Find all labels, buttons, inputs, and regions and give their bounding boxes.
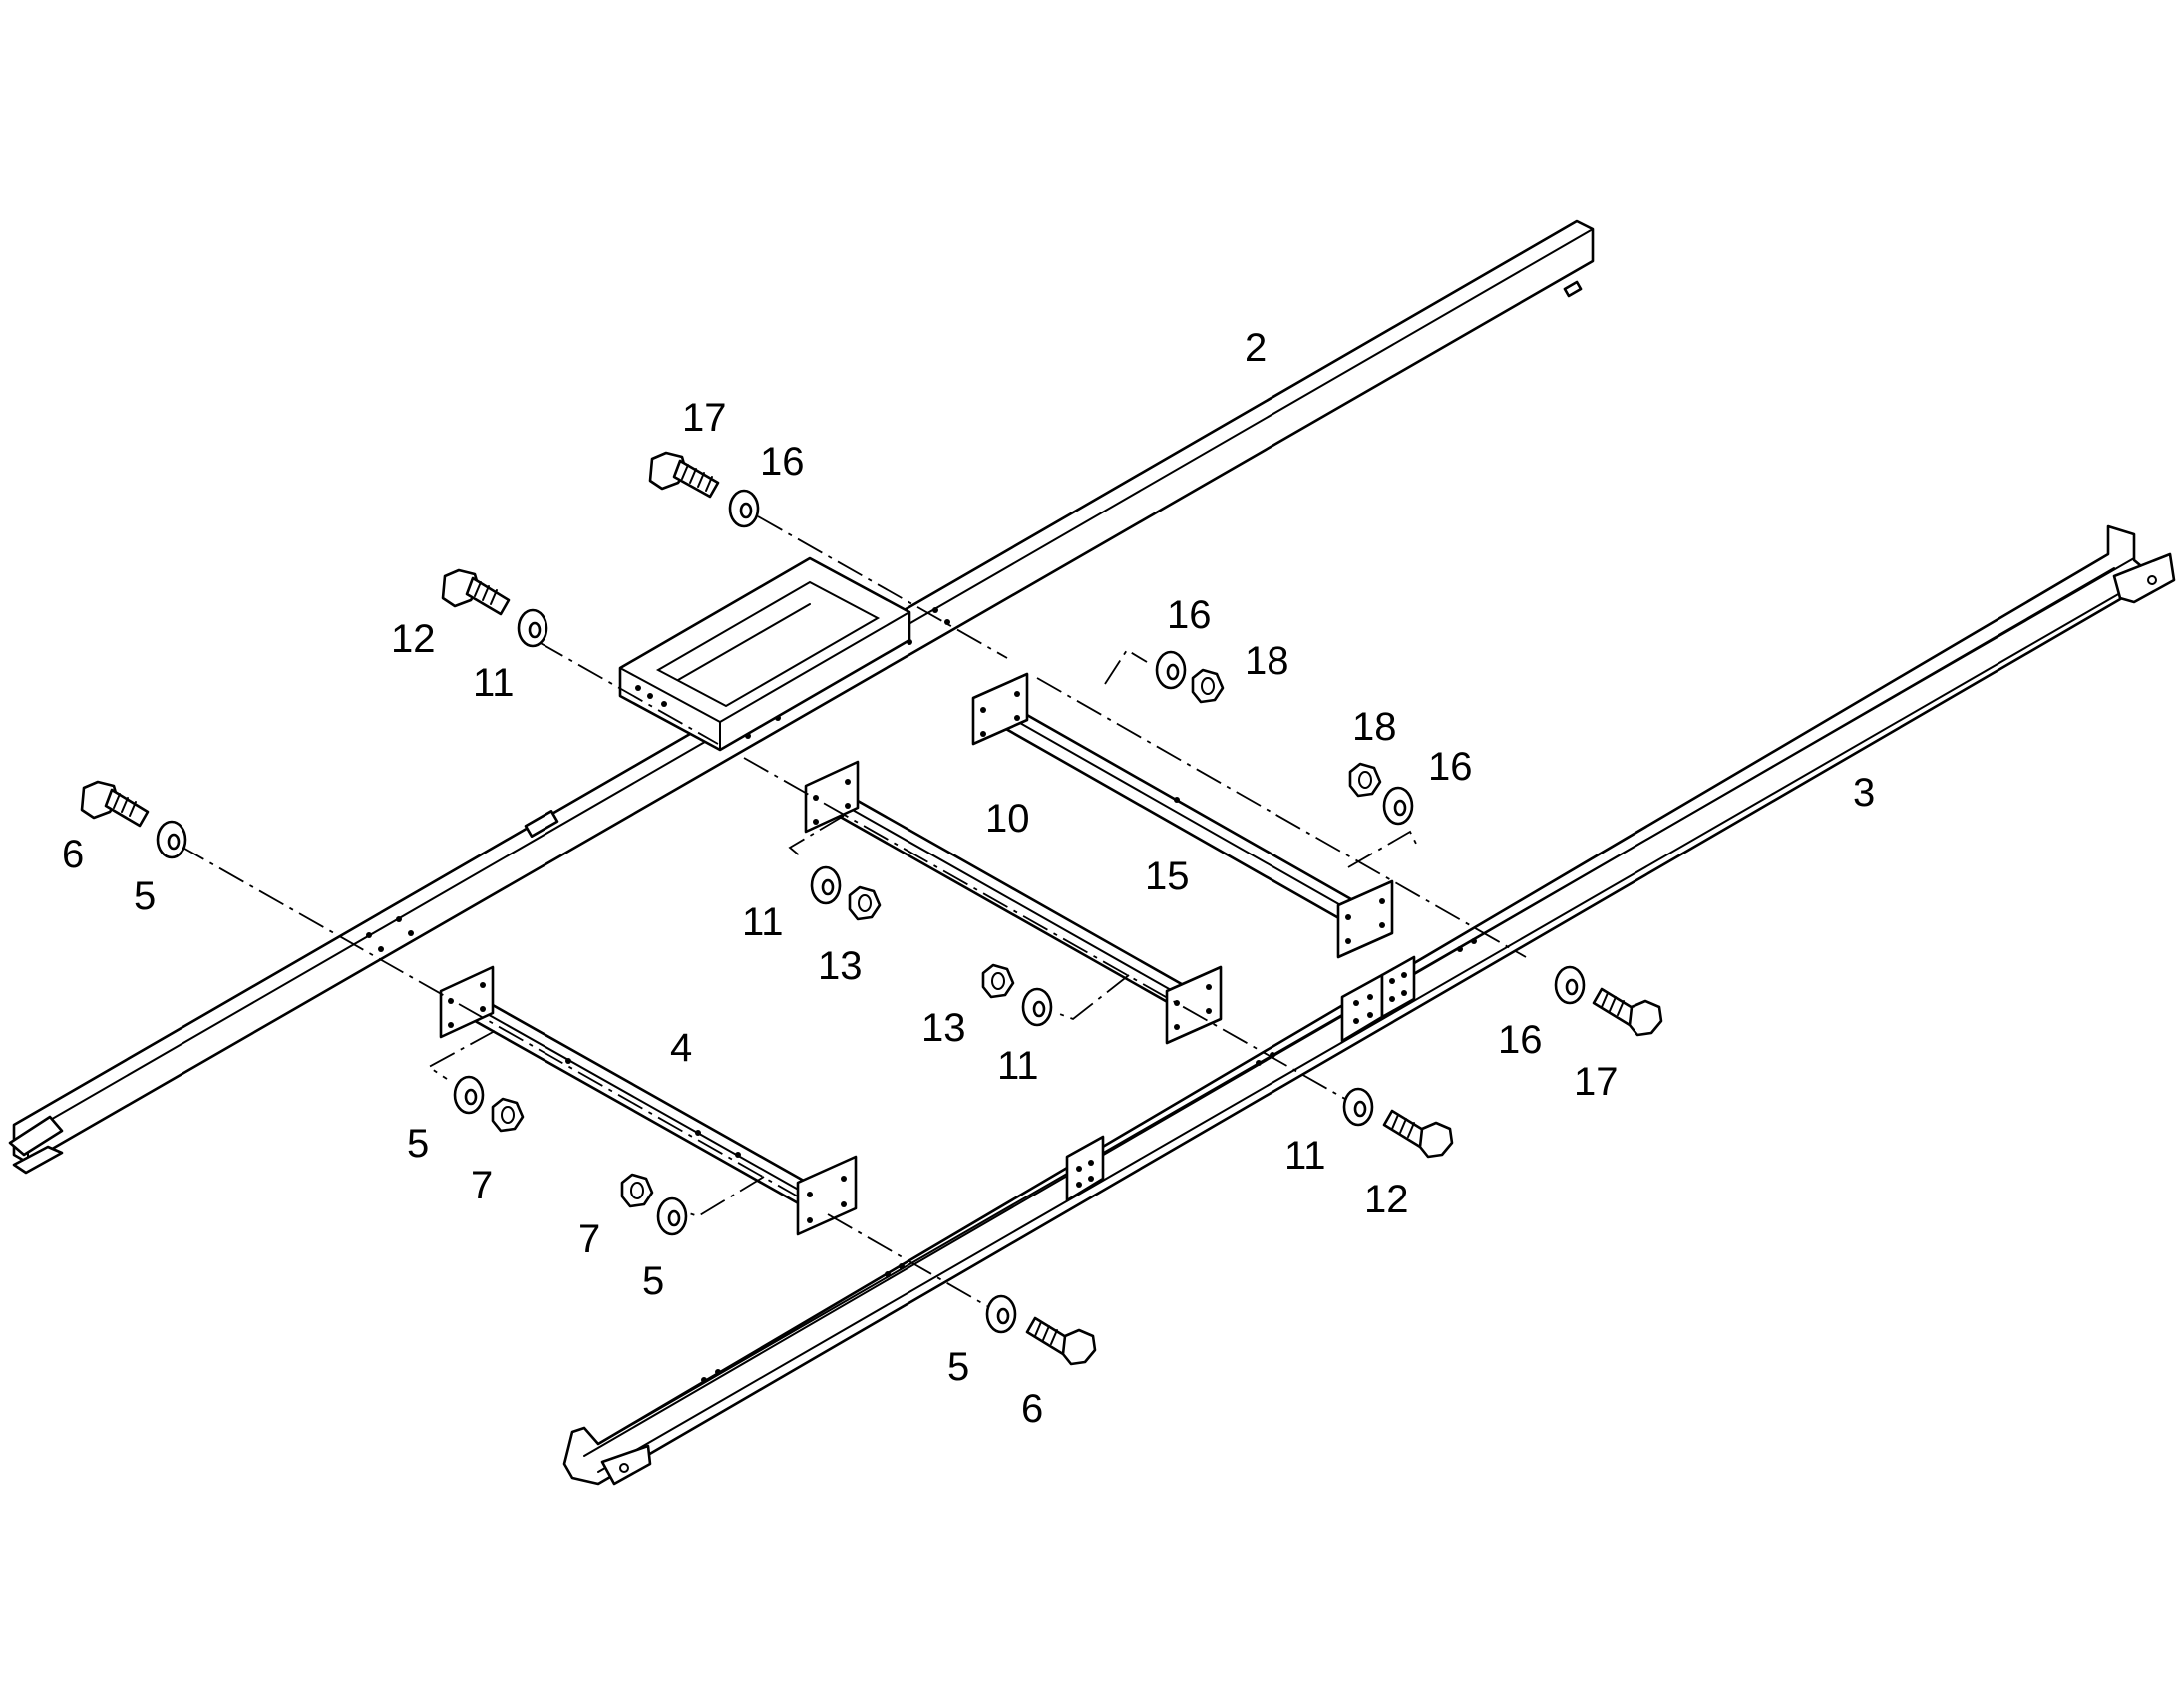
washer-11-center: [810, 865, 842, 905]
bolt-17-top: [648, 451, 720, 499]
washer-5-left: [156, 820, 187, 859]
callout-5: 5: [407, 1122, 429, 1166]
nut-18-right: [1348, 762, 1382, 798]
callout-labels: 2 3 17 16 12 11 16 18 18 16 6 5 10 15 11…: [62, 326, 1875, 1431]
rail-3-splice-plate-right: [1340, 955, 1416, 1043]
bolt-17-right: [1592, 987, 1663, 1037]
callout-6: 6: [62, 833, 84, 876]
callout-18: 18: [1245, 639, 1289, 683]
washer-16-far-right: [1554, 965, 1586, 1005]
washer-16-mid: [1155, 650, 1187, 690]
callout-6: 6: [1021, 1387, 1043, 1431]
assembly-lines: [179, 515, 1527, 1307]
washer-11-right: [1021, 987, 1053, 1027]
callout-16: 16: [1428, 745, 1473, 789]
cross-member-10: [804, 760, 1223, 1045]
callout-12: 12: [391, 617, 436, 661]
callout-2: 2: [1245, 326, 1267, 370]
bolt-12-lower: [1382, 1109, 1454, 1159]
callout-4: 4: [670, 1026, 692, 1070]
callout-16: 16: [1167, 593, 1212, 637]
cross-member-15: [971, 672, 1394, 959]
callout-17: 17: [1574, 1060, 1619, 1104]
washer-5-bottom: [985, 1294, 1017, 1334]
bolt-6-bottom: [1025, 1316, 1097, 1366]
washer-5-lower-right: [656, 1196, 688, 1236]
callout-16: 16: [1498, 1018, 1543, 1062]
box-frame: [618, 556, 911, 752]
callout-5: 5: [947, 1345, 969, 1389]
washer-16-top: [728, 489, 760, 528]
callout-7: 7: [471, 1164, 493, 1207]
washer-11-lower-right: [1342, 1087, 1374, 1127]
nut-18-mid: [1191, 668, 1225, 704]
callout-11: 11: [473, 661, 515, 705]
washer-16-right: [1382, 786, 1414, 826]
bolt-6-left: [80, 780, 150, 828]
callout-15: 15: [1145, 854, 1190, 898]
callout-13: 13: [921, 1006, 966, 1050]
nut-7-lower-left: [491, 1097, 525, 1133]
callout-10: 10: [985, 797, 1030, 841]
callout-12: 12: [1364, 1178, 1409, 1221]
nut-7-lower-right: [620, 1173, 654, 1208]
callout-5: 5: [134, 874, 156, 918]
callout-5: 5: [642, 1259, 664, 1303]
callout-3: 3: [1853, 771, 1875, 815]
washer-5-lower-left: [453, 1075, 485, 1115]
washer-11-upper: [517, 608, 548, 648]
callout-18: 18: [1352, 705, 1397, 749]
rail-3-splice-plate-left: [1065, 1135, 1105, 1202]
callout-11: 11: [742, 900, 784, 944]
nut-13-right: [981, 963, 1015, 999]
nut-13-center: [848, 885, 882, 921]
callout-13: 13: [818, 944, 863, 988]
callout-17: 17: [682, 396, 727, 440]
callout-11: 11: [997, 1044, 1039, 1088]
callout-7: 7: [578, 1217, 600, 1261]
callout-11: 11: [1284, 1134, 1326, 1178]
callout-16: 16: [760, 440, 805, 484]
bolt-12-upper: [441, 568, 511, 616]
rail-3-holes: [701, 938, 1477, 1383]
rail-3: [562, 524, 2176, 1486]
